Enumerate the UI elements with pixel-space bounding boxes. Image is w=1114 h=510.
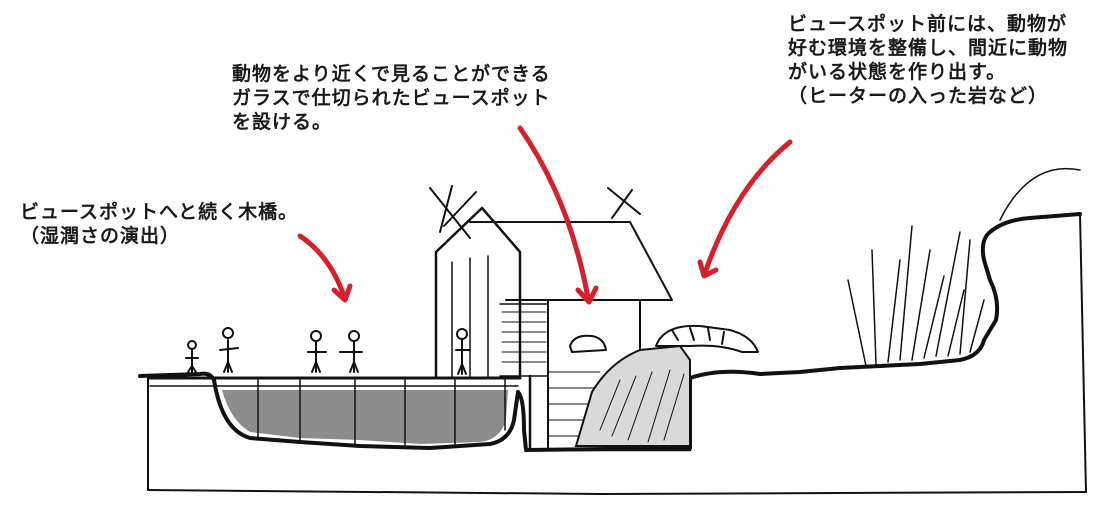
bridge-arrow	[297, 233, 347, 299]
glass-annotation-line-3: を設ける。	[232, 111, 333, 133]
glass-annotation-line-1: 動物をより近くで見ることができる	[232, 63, 551, 85]
pond-water	[222, 390, 508, 444]
reeds	[847, 225, 985, 367]
visitor-figures	[185, 327, 471, 375]
heater-annotation-line-1: ビュースポット前には、動物が	[788, 13, 1068, 35]
ground-section	[138, 167, 1087, 495]
rock-arrow	[703, 139, 793, 273]
rock-hatching	[599, 369, 685, 443]
animal-figures	[569, 324, 759, 353]
heater-annotation-line-2: 好む環境を整備し、間近に動物	[788, 37, 1069, 59]
bridge-annotation-line-2: （湿潤さの演出）	[20, 225, 181, 247]
heater-annotation-line-3: がいる状態を作り出す。	[788, 61, 1007, 83]
wooden-bridge	[148, 376, 522, 447]
annotation-arrows	[297, 125, 793, 305]
heated-rock	[574, 344, 691, 447]
glass-arrow	[517, 125, 591, 301]
heater-annotation-line-4: （ヒーターの入った岩など）	[788, 85, 1049, 107]
glass-viewspot-annotation: 動物をより近くで見ることができる ガラスで仕切られたビュースポット を設ける。	[232, 62, 551, 134]
heated-rock-annotation: ビュースポット前には、動物が 好む環境を整備し、間近に動物 がいる状態を作り出す…	[788, 12, 1068, 108]
bridge-annotation-line-1: ビュースポットへと続く木橋。	[20, 201, 299, 223]
bridge-annotation: ビュースポットへと続く木橋。 （湿潤さの演出）	[20, 200, 298, 248]
glass-annotation-line-2: ガラスで仕切られたビュースポット	[232, 87, 551, 109]
